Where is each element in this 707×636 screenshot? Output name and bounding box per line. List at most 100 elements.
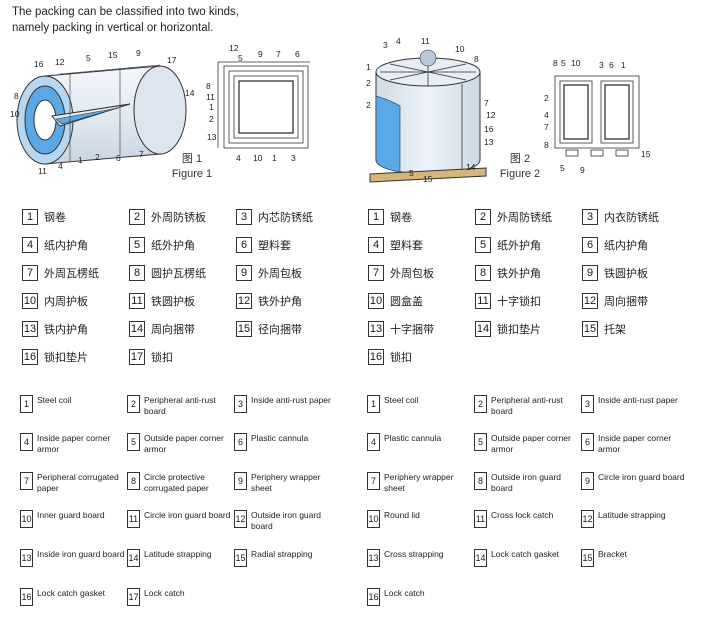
legend-number: 6 [581, 433, 594, 451]
legend-label: 钢卷 [390, 212, 412, 224]
legend-label: Outside iron guard board [491, 472, 561, 493]
legend-label: 径向捆带 [258, 324, 302, 336]
legend-number: 2 [129, 209, 145, 225]
legend-number: 11 [129, 293, 145, 309]
svg-text:8: 8 [14, 91, 19, 101]
svg-text:8: 8 [206, 81, 211, 91]
svg-text:9: 9 [136, 48, 141, 58]
legend-number: 17 [127, 588, 140, 606]
svg-text:12: 12 [55, 57, 65, 67]
legend-label: Outside paper corner armor [491, 433, 571, 454]
legend-number: 8 [475, 265, 491, 281]
legend-label: Circle iron guard board [144, 510, 231, 520]
legend-label: Outside paper corner armor [144, 433, 224, 454]
legend-label: Plastic cannula [251, 433, 309, 443]
legend-label: 锁扣垫片 [497, 324, 541, 336]
svg-text:7: 7 [484, 98, 489, 108]
legend-number: 5 [474, 433, 487, 451]
figure2-caption-en: Figure 2 [499, 168, 541, 180]
legend-label: 圆护瓦楞纸 [151, 268, 206, 280]
svg-text:6: 6 [295, 49, 300, 59]
legend-label: Inside iron guard board [37, 549, 125, 559]
legend-number: 2 [474, 395, 487, 413]
legend-number: 4 [22, 237, 38, 253]
svg-text:4: 4 [236, 153, 241, 163]
intro-text: The packing can be classified into two k… [12, 4, 312, 36]
svg-text:15: 15 [423, 174, 433, 184]
legend-label: Plastic cannula [384, 433, 442, 443]
figure2-coil-drawing [369, 49, 487, 183]
legend-number: 3 [581, 395, 594, 413]
legend-number: 15 [236, 321, 252, 337]
svg-text:5: 5 [561, 58, 566, 68]
legend-label: 外周防锈板 [151, 212, 206, 224]
svg-text:9: 9 [258, 49, 263, 59]
legend-number: 1 [22, 209, 38, 225]
svg-text:13: 13 [484, 137, 494, 147]
legend-number: 15 [582, 321, 598, 337]
svg-text:4: 4 [544, 110, 549, 120]
svg-text:6: 6 [116, 153, 121, 163]
svg-text:7: 7 [276, 49, 281, 59]
legend-number: 5 [129, 237, 145, 253]
svg-text:8: 8 [474, 54, 479, 64]
legend-number: 5 [475, 237, 491, 253]
legend-number: 12 [581, 510, 594, 528]
svg-text:15: 15 [108, 50, 118, 60]
legend-label: Inside paper corner armor [598, 433, 672, 454]
svg-text:4: 4 [396, 36, 401, 46]
legend-label: Cross lock catch [491, 510, 554, 520]
svg-text:5: 5 [560, 163, 565, 173]
legend-label: Inside paper corner armor [37, 433, 111, 454]
legend-label: 纸外护角 [497, 240, 541, 252]
legend-number: 3 [582, 209, 598, 225]
svg-text:9: 9 [580, 165, 585, 175]
legend-label: 圆盒盖 [390, 296, 423, 308]
legend-label: Steel coil [384, 395, 419, 405]
legend-number: 6 [236, 237, 252, 253]
legend-number: 4 [20, 433, 33, 451]
figure1-section-drawing [217, 61, 310, 149]
legend-number: 11 [475, 293, 491, 309]
svg-text:7: 7 [139, 149, 144, 159]
svg-text:3: 3 [383, 40, 388, 50]
legend-label: 外周瓦楞纸 [44, 268, 99, 280]
legend-number: 8 [127, 472, 140, 490]
legend-number: 7 [22, 265, 38, 281]
svg-text:8: 8 [553, 58, 558, 68]
legend-number: 7 [20, 472, 33, 490]
legend-label: 纸内护角 [604, 240, 648, 252]
figure1-caption-en: Figure 1 [171, 168, 213, 180]
legend-cn-item: 2 外周防锈板 [129, 208, 206, 226]
legend-number: 7 [368, 265, 384, 281]
legend-label: Inner guard board [37, 510, 105, 520]
svg-text:5: 5 [409, 168, 414, 178]
legend-label: 外周包板 [390, 268, 434, 280]
legend-label: Steel coil [37, 395, 72, 405]
svg-text:14: 14 [185, 88, 195, 98]
svg-text:3: 3 [599, 60, 604, 70]
svg-text:2: 2 [95, 152, 100, 162]
